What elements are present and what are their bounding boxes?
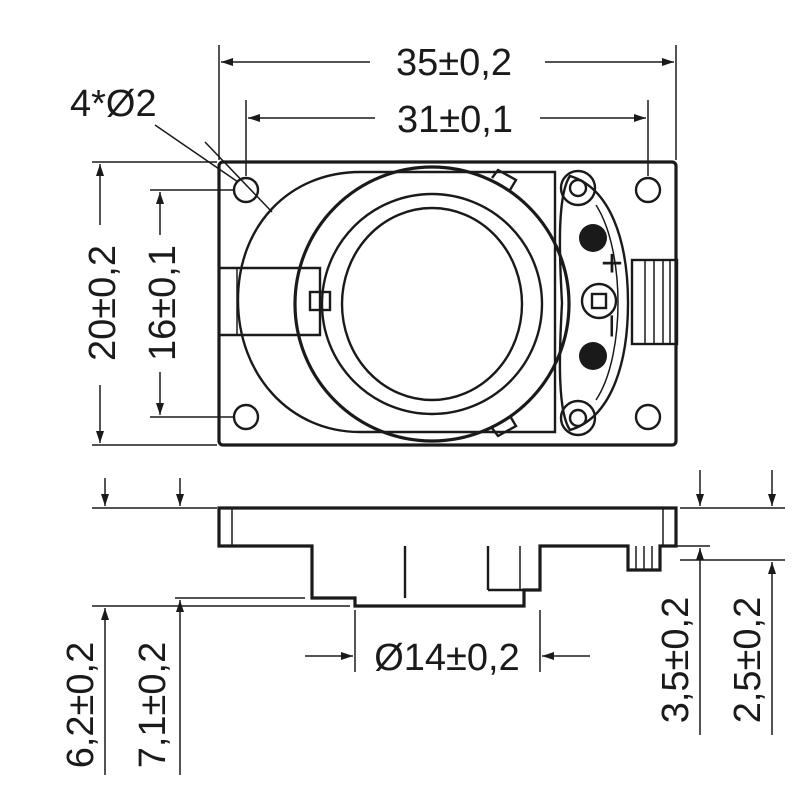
dim-terminal-height: 3,5±0,2 <box>655 597 697 724</box>
solder-pad-minus <box>579 342 607 370</box>
cone-ring-middle <box>320 192 544 416</box>
dim-depth-with-terminal: 7,1±0,2 <box>132 642 174 769</box>
side-view <box>217 506 678 608</box>
frame-outline <box>217 160 678 447</box>
side-tab-left <box>219 266 322 337</box>
top-view: + – <box>217 160 679 447</box>
polarity-plus-label: + <box>601 243 623 285</box>
terminal-eyelet-top <box>559 169 597 207</box>
terminal-center-marker <box>580 282 618 320</box>
dim-hole-diameter: 4*Ø2 <box>70 83 157 125</box>
polarity-minus-label: – <box>593 315 635 337</box>
side-profile-outline <box>217 506 678 608</box>
dim-hole-spacing-width: 31±0,1 <box>397 99 513 141</box>
connector-tab-right <box>630 258 679 346</box>
top-dimensions: 35±0,2 31±0,1 4*Ø2 20±0,2 16±0,1 <box>70 42 677 446</box>
dim-flange-thickness: 2,5±0,2 <box>727 597 769 724</box>
mounting-holes <box>232 176 662 431</box>
terminal-plate <box>558 174 630 432</box>
mounting-hole-bottom-right <box>634 403 662 431</box>
cone-diaphragm <box>340 206 524 402</box>
housing-body <box>236 170 557 434</box>
dim-hole-spacing-height: 16±0,1 <box>142 245 184 361</box>
solder-pad-plus <box>579 224 607 252</box>
dim-overall-width: 35±0,2 <box>396 42 512 84</box>
latch-notch-left <box>308 290 332 312</box>
cone-outer-ring <box>293 165 571 443</box>
side-dimensions: 6,2±0,2 7,1±0,2 Ø14±0,2 3,5±0,2 2,5±0,2 <box>60 470 785 775</box>
dim-overall-height: 20±0,2 <box>82 245 124 361</box>
dim-cone-diameter: Ø14±0,2 <box>374 637 520 679</box>
terminal-eyelet-bottom <box>559 399 597 437</box>
mounting-hole-bottom-left <box>232 403 260 431</box>
mounting-hole-top-right <box>634 176 662 204</box>
dim-total-depth: 6,2±0,2 <box>60 642 102 769</box>
